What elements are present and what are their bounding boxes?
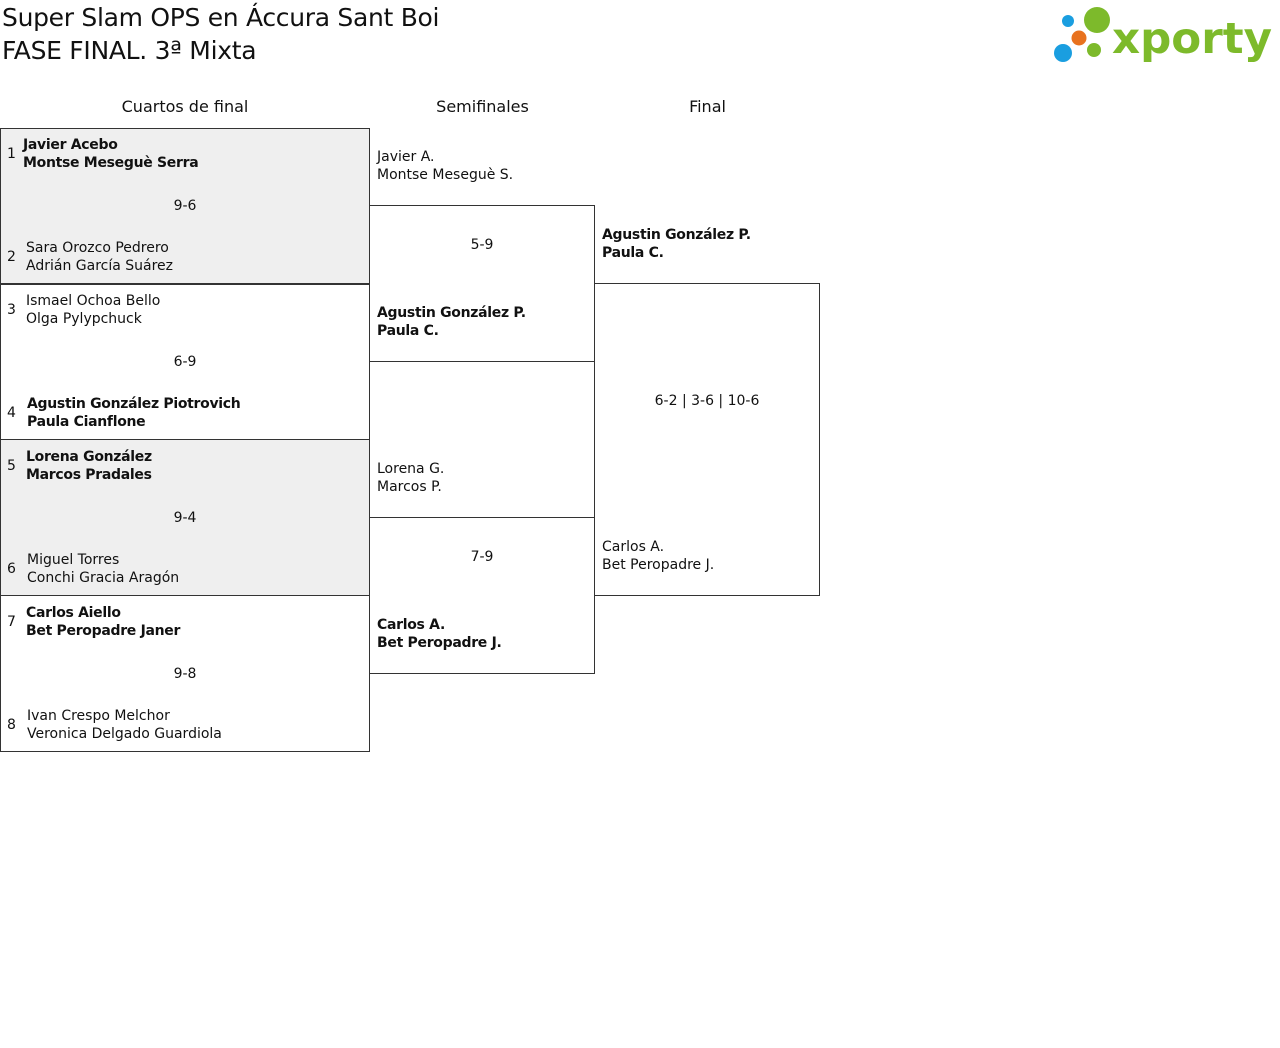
xporty-logo-mark: xporty <box>1054 7 1272 64</box>
logo-dot-blue-small <box>1062 15 1074 27</box>
logo-dot-orange <box>1071 30 1087 46</box>
round-header-quarterfinals: Cuartos de final <box>121 97 249 116</box>
player-name: Bet Peropadre J. <box>377 635 502 651</box>
semifinal-2-team-top: Lorena G. Marcos P. <box>377 460 444 496</box>
team-entry: Ivan Crespo Melchor Veronica Delgado Gua… <box>27 707 222 743</box>
final-match: 6-2 | 3-6 | 10-6 Carlos A. Bet Peropadre… <box>594 283 820 596</box>
player-name: Javier Acebo <box>23 137 118 153</box>
player-name: Veronica Delgado Guardiola <box>27 726 222 742</box>
quarterfinal-match-3: 5 Lorena González Marcos Pradales 9-4 6 … <box>0 439 370 596</box>
quarterfinal-match-1: 1 Javier Acebo Montse Meseguè Serra 9-6 … <box>0 128 370 285</box>
player-name: Adrián García Suárez <box>26 258 174 274</box>
player-name: Olga Pylypchuck <box>26 311 142 327</box>
team-entry: Ismael Ochoa Bello Olga Pylypchuck <box>26 292 160 328</box>
semifinal-match-1: 5-9 Agustin González P. Paula C. <box>369 205 595 362</box>
player-name: Lorena G. <box>377 461 445 477</box>
player-name: Carlos A. <box>377 617 445 633</box>
team-entry: Carlos Aiello Bet Peropadre Janer <box>26 604 180 640</box>
logo-dot-green <box>1084 7 1110 33</box>
seed-number: 6 <box>7 561 16 577</box>
player-name: Montse Meseguè S. <box>377 167 514 183</box>
quarterfinal-match-2: 3 Ismael Ochoa Bello Olga Pylypchuck 6-9… <box>0 283 370 440</box>
semifinal-1-team-top: Javier A. Montse Meseguè S. <box>377 148 513 184</box>
player-name: Ismael Ochoa Bello <box>26 293 161 309</box>
team-entry: Sara Orozco Pedrero Adrián García Suárez <box>26 239 173 275</box>
player-name: Lorena González <box>26 449 152 465</box>
match-score: 9-8 <box>173 666 197 682</box>
player-name: Javier A. <box>377 149 435 165</box>
semifinal-1-team-bottom: Agustin González P. Paula C. <box>377 304 526 340</box>
player-name: Sara Orozco Pedrero <box>26 240 169 256</box>
round-header-final: Final <box>689 97 726 116</box>
seed-number: 3 <box>7 302 16 318</box>
final-team-bottom: Carlos A. Bet Peropadre J. <box>602 538 714 574</box>
semifinal-2-team-bottom: Carlos A. Bet Peropadre J. <box>377 616 502 652</box>
team-entry: Javier Acebo Montse Meseguè Serra <box>23 136 199 172</box>
player-name: Paula Cianflone <box>27 414 146 430</box>
logo-wordmark: xporty <box>1112 14 1272 64</box>
team-entry: Miguel Torres Conchi Gracia Aragón <box>27 551 179 587</box>
logo-dot-green-small <box>1087 43 1101 57</box>
match-score: 9-4 <box>173 510 197 526</box>
page-subtitle: FASE FINAL. 3ª Mixta <box>2 36 257 65</box>
player-name: Marcos Pradales <box>26 467 152 483</box>
player-name: Conchi Gracia Aragón <box>27 570 180 586</box>
seed-number: 1 <box>7 146 16 162</box>
player-name: Agustin González P. <box>377 305 526 321</box>
player-name: Agustin González P. <box>602 227 751 243</box>
player-name: Bet Peropadre J. <box>602 557 715 573</box>
semifinal-match-2: 7-9 Carlos A. Bet Peropadre J. <box>369 517 595 674</box>
player-name: Agustin González Piotrovich <box>27 396 241 412</box>
seed-number: 2 <box>7 249 16 265</box>
player-name: Paula C. <box>602 245 664 261</box>
round-header-semifinals: Semifinales <box>436 97 529 116</box>
seed-number: 7 <box>7 614 16 630</box>
seed-number: 4 <box>7 405 16 421</box>
match-score: 6-9 <box>173 354 197 370</box>
logo-dot-blue <box>1054 44 1072 62</box>
match-score: 6-2 | 3-6 | 10-6 <box>654 393 760 409</box>
match-score: 7-9 <box>470 549 494 565</box>
xporty-logo: xporty <box>1050 4 1276 68</box>
seed-number: 8 <box>7 717 16 733</box>
quarterfinal-match-4: 7 Carlos Aiello Bet Peropadre Janer 9-8 … <box>0 595 370 752</box>
player-name: Carlos A. <box>602 539 665 555</box>
player-name: Montse Meseguè Serra <box>23 155 199 171</box>
team-entry: Agustin González Piotrovich Paula Cianfl… <box>27 395 241 431</box>
player-name: Carlos Aiello <box>26 605 121 621</box>
match-score: 5-9 <box>470 237 494 253</box>
player-name: Miguel Torres <box>27 552 120 568</box>
player-name: Ivan Crespo Melchor <box>27 708 170 724</box>
final-team-top: Agustin González P. Paula C. <box>602 226 751 262</box>
match-score: 9-6 <box>173 198 197 214</box>
player-name: Bet Peropadre Janer <box>26 623 181 639</box>
page-title: Super Slam OPS en Áccura Sant Boi <box>2 3 440 32</box>
player-name: Paula C. <box>377 323 439 339</box>
seed-number: 5 <box>7 458 16 474</box>
player-name: Marcos P. <box>377 479 442 495</box>
team-entry: Lorena González Marcos Pradales <box>26 448 152 484</box>
